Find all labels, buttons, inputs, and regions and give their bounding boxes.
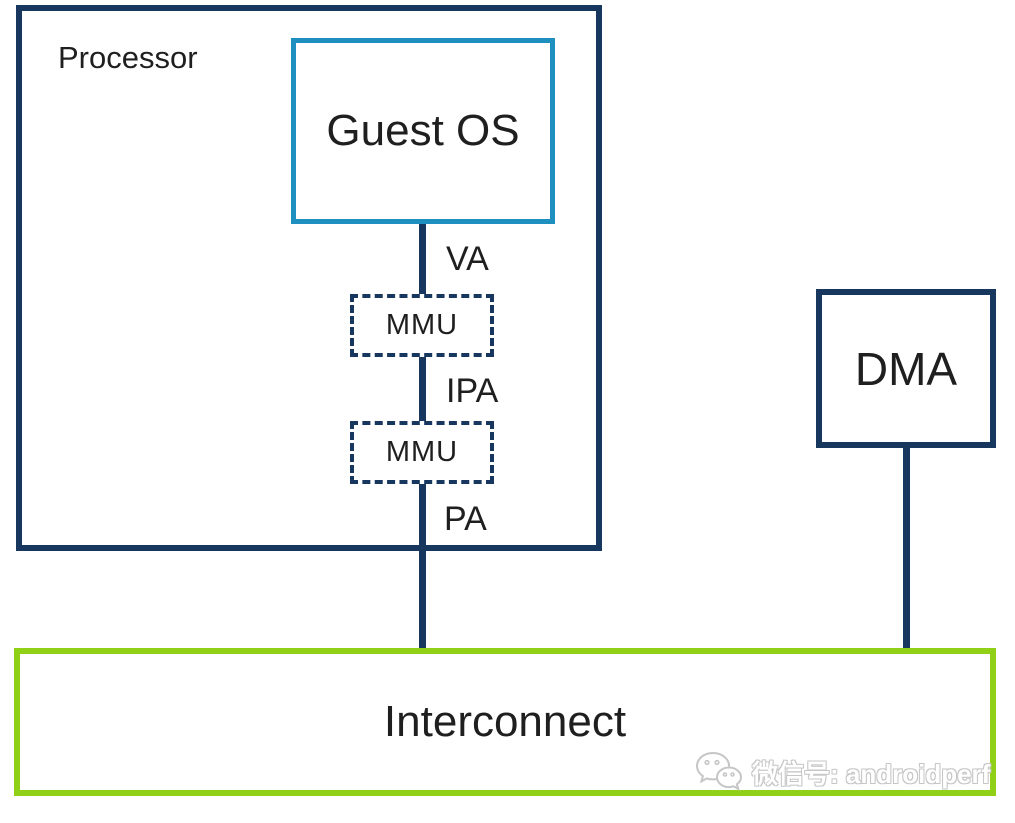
va-connector-line	[419, 222, 426, 296]
va-edge-label: VA	[446, 240, 489, 278]
guest-os-box: Guest OS	[291, 38, 555, 224]
pa-edge-label: PA	[444, 500, 487, 538]
processor-box: Processor	[16, 5, 602, 551]
guest-os-label: Guest OS	[326, 106, 520, 155]
dma-box: DMA	[816, 289, 996, 448]
dma-label: DMA	[854, 342, 958, 395]
dma-connector-line	[903, 446, 910, 650]
watermark-text: 微信号: androidperf	[752, 758, 991, 789]
wechat-icon	[694, 750, 744, 794]
processor-label: Processor	[58, 40, 198, 75]
pa-connector-line	[419, 482, 426, 650]
ipa-connector-line	[419, 355, 426, 423]
mmu-stage2-label: MMU	[385, 436, 459, 468]
interconnect-box: Interconnect	[14, 648, 996, 796]
mmu-stage1-box: MMU	[350, 294, 494, 357]
ipa-edge-label: IPA	[446, 372, 499, 410]
mmu-stage2-box: MMU	[350, 421, 494, 484]
mmu-stage1-label: MMU	[385, 309, 459, 341]
watermark: 微信号: androidperf	[694, 750, 990, 794]
interconnect-label: Interconnect	[383, 697, 627, 746]
